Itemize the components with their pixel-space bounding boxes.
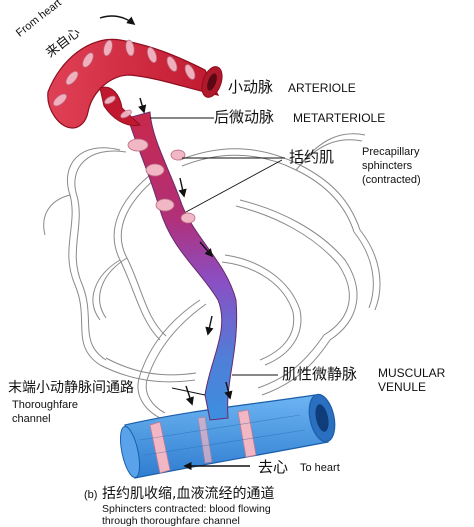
label-metarteriole-en: METARTERIOLE: [293, 111, 386, 125]
label-sphincter-en-3: (contracted): [362, 174, 421, 186]
arteriole-muscle-bands: [53, 39, 196, 119]
label-thoroughfare-en-2: channel: [12, 413, 51, 425]
label-thoroughfare-en-1: Thoroughfare: [12, 399, 79, 411]
arrow-venule-left: [185, 385, 194, 406]
caption-en-1: Sphincters contracted: blood flowing: [102, 503, 271, 515]
label-sphincter-en-1: Precapillary: [362, 146, 420, 158]
label-thoroughfare-zh: 末端小动静脉间通路: [8, 380, 134, 396]
caption-prefix: (b): [84, 489, 98, 501]
flow-arrows: [99, 15, 250, 471]
label-sphincter-zh: 括约肌: [289, 148, 335, 166]
arrow-metarteriole: [138, 97, 147, 114]
label-arteriole-zh: 小动脉: [228, 78, 274, 96]
label-to-heart-zh: 去心: [258, 458, 289, 476]
arrow-channel-left: [205, 315, 214, 336]
label-venule-en-1: MUSCULAR: [378, 366, 446, 380]
leader-lines: [150, 117, 285, 396]
arteriole: [47, 38, 223, 129]
arrow-venule-right: [224, 381, 233, 400]
label-to-heart-en: To heart: [300, 462, 340, 474]
label-metarteriole-zh: 后微动脉: [214, 108, 275, 126]
arrow-sphincter: [178, 177, 187, 198]
muscular-venule: [119, 393, 336, 479]
arrow-from-heart: [99, 15, 136, 26]
label-venule-en-2: VENULE: [378, 380, 427, 394]
caption-en-2: through thoroughfare channel: [102, 515, 240, 527]
label-venule-zh: 肌性微静脉: [282, 365, 358, 383]
thoroughfare-channel: [127, 111, 238, 421]
channel-sphincters: [127, 138, 196, 224]
arrow-channel-right: [199, 241, 214, 258]
caption-zh: 括约肌收缩,血液流经的通道: [102, 486, 275, 502]
capillary-network: [43, 133, 381, 419]
venule-muscle-bands: [149, 409, 257, 474]
label-sphincter-en-2: sphincters: [362, 160, 413, 172]
label-arteriole-en: ARTERIOLE: [288, 81, 356, 95]
